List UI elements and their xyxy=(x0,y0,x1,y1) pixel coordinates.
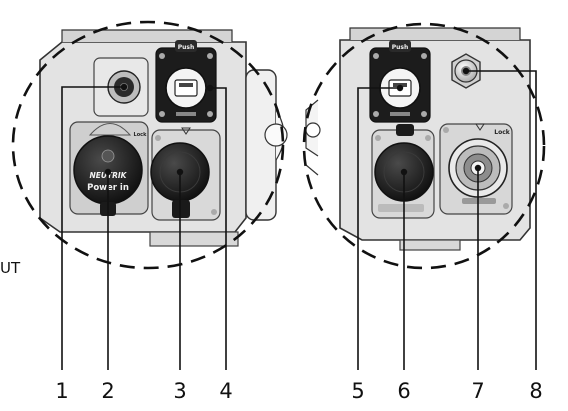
power-in-cap: NEUTRIK Power in Lock xyxy=(69,121,149,216)
callout-number-8: 8 xyxy=(529,379,542,403)
push-label-right: Push xyxy=(392,44,409,51)
push-label-left: Push xyxy=(178,44,195,51)
connector-cap-left xyxy=(150,127,221,221)
lock-label-right: Lock xyxy=(494,129,511,136)
callout-number-4: 4 xyxy=(219,379,232,403)
leader-line-8 xyxy=(466,70,537,370)
callout-dot-6 xyxy=(400,168,408,176)
callout-dot-5 xyxy=(396,84,404,92)
callout-number-5: 5 xyxy=(351,379,364,403)
zoom-circle-right xyxy=(302,22,546,270)
ethercon-right: Push xyxy=(369,40,431,123)
leader-line-5 xyxy=(357,87,400,370)
callout-dot-1 xyxy=(120,83,128,91)
side-knob-left xyxy=(264,109,288,161)
callout-dot-3 xyxy=(176,168,184,176)
callout-layer: 1 2 3 4 5 6 7 8 xyxy=(55,67,543,403)
callout-dot-8 xyxy=(462,67,470,75)
zoom-circle-left xyxy=(11,20,285,270)
callout-number-6: 6 xyxy=(397,379,410,403)
lock-label-left-a: Lock xyxy=(134,132,148,138)
leader-line-4 xyxy=(210,87,227,370)
callout-dot-4 xyxy=(206,84,214,92)
callout-number-7: 7 xyxy=(471,379,484,403)
leader-line-1 xyxy=(61,86,124,370)
ethercon-left: Push xyxy=(155,40,217,123)
callout-dot-7 xyxy=(474,164,482,172)
left-panel: Push NEUTRIK Power in Lock xyxy=(11,20,288,270)
callout-dot-2 xyxy=(104,168,112,176)
callout-number-1: 1 xyxy=(55,379,68,403)
side-label-text: UT xyxy=(0,259,21,277)
right-panel: Push Lock xyxy=(302,22,546,270)
callout-number-2: 2 xyxy=(101,379,114,403)
callout-number-3: 3 xyxy=(173,379,186,403)
